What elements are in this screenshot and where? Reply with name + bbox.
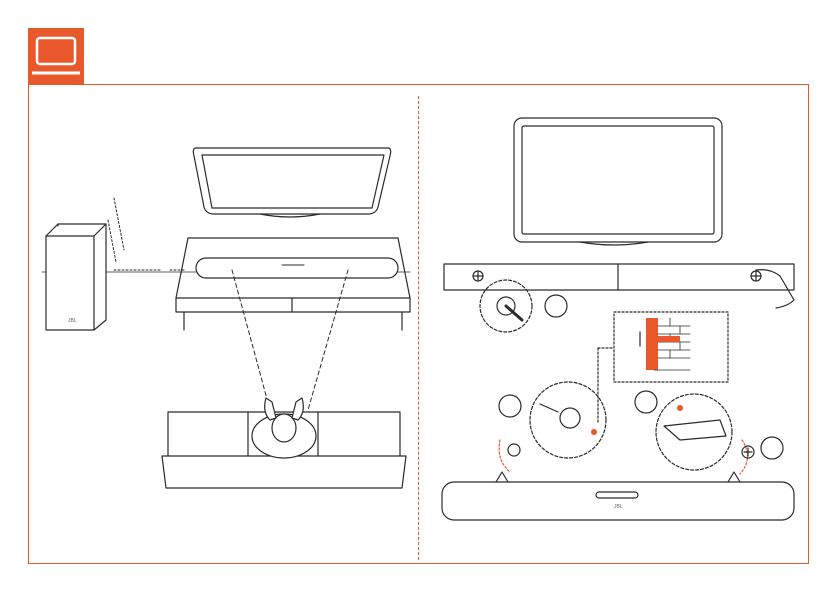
wireless-arrows <box>108 198 186 270</box>
placement-diagram: JBL <box>42 148 410 488</box>
tv-illustration-right <box>514 118 722 245</box>
soundbar-front: JBL <box>442 472 794 520</box>
soundbar-top <box>196 258 398 278</box>
step-4-detail <box>742 437 783 459</box>
step-3-bracket-detail <box>635 391 748 474</box>
tv-stand <box>176 238 410 330</box>
listener <box>252 398 316 458</box>
subwoofer: JBL <box>46 224 106 330</box>
subwoofer-logo: JBL <box>68 318 77 324</box>
step-1-marker <box>545 295 567 317</box>
step-2-anchor-detail <box>499 382 606 472</box>
step-4-marker <box>761 437 783 459</box>
listening-angle <box>232 270 348 410</box>
wall-anchor-detail <box>598 312 728 424</box>
mount-diagram: JBL <box>442 118 794 520</box>
step-2-marker <box>499 395 521 417</box>
step-3-marker <box>635 391 657 413</box>
tv-illustration-left <box>193 148 390 217</box>
soundbar-logo: JBL <box>614 504 623 510</box>
mounting-template <box>444 264 794 308</box>
